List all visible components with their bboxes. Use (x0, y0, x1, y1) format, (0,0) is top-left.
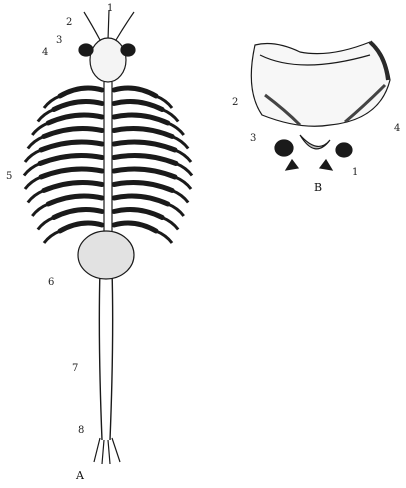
label-a-1: 1 (107, 4, 113, 14)
eye-b-left (275, 140, 293, 156)
leg-tip (168, 204, 184, 216)
label-b-1: 1 (352, 168, 358, 178)
label-a-3: 3 (56, 36, 62, 46)
antenna-left (84, 12, 100, 40)
leg-tip (28, 137, 44, 149)
thoracic-leg (41, 142, 102, 150)
thoracic-leg (114, 223, 156, 231)
thoracic-leg (60, 88, 102, 96)
appendage-b-right (320, 160, 332, 170)
label-a-6: 6 (48, 278, 54, 288)
leg-tip (175, 150, 191, 162)
thoracic-leg (60, 223, 102, 231)
antenna-mid (108, 10, 109, 40)
leg-tip (38, 218, 54, 230)
labrum (300, 135, 330, 149)
thoracic-leg (114, 210, 162, 218)
thoracic-leg (114, 183, 172, 191)
thoracic-leg (44, 183, 102, 191)
thoracic-leg (114, 88, 156, 96)
label-a-2: 2 (66, 18, 72, 28)
label-a-4: 4 (42, 48, 48, 58)
eye-right (121, 44, 135, 56)
thoracic-leg (114, 142, 175, 150)
appendage-b-left (286, 160, 298, 170)
thoracic-leg (54, 210, 102, 218)
leg-tip (156, 231, 172, 243)
panel-b-letter: B (314, 182, 322, 193)
eye-left (79, 44, 93, 56)
head (90, 38, 126, 82)
thoracic-leg (48, 115, 102, 123)
label-b-4: 4 (394, 124, 400, 134)
thoracic-leg (114, 129, 172, 137)
leg-tip (176, 164, 192, 176)
thoracic-leg (41, 169, 102, 177)
leg-tip (24, 164, 40, 176)
specimen-a (78, 10, 135, 464)
thoracic-leg (114, 115, 168, 123)
label-a-8: 8 (78, 426, 84, 436)
leg-tip (28, 191, 44, 203)
thoracic-leg (48, 196, 102, 204)
specimen-b (251, 42, 390, 170)
thoracic-leg (114, 102, 162, 110)
thoracic-leg (54, 102, 102, 110)
panel-a-letter: A (76, 470, 84, 481)
label-b-3: 3 (250, 134, 256, 144)
body-axis (104, 82, 112, 235)
thoracic-leg (40, 156, 102, 164)
leg-tip (162, 218, 178, 230)
telson (94, 438, 120, 464)
eye-b-right (336, 143, 352, 157)
leg-tip (25, 150, 41, 162)
leg-tip (44, 231, 60, 243)
leg-tip (32, 204, 48, 216)
leg-tip (25, 177, 41, 189)
label-b-2: 2 (232, 98, 238, 108)
leg-tip (172, 191, 188, 203)
label-a-7: 7 (72, 364, 78, 374)
thoracic-leg (114, 169, 175, 177)
leg-tip (172, 137, 188, 149)
abdomen (99, 270, 112, 440)
thoracic-leg (114, 156, 176, 164)
leg-group (24, 88, 192, 243)
genital-segment (78, 231, 134, 279)
thoracic-leg (114, 196, 168, 204)
thoracic-leg (44, 129, 102, 137)
antenna-right (116, 12, 134, 40)
leg-tip (175, 177, 191, 189)
label-a-5: 5 (6, 172, 12, 182)
